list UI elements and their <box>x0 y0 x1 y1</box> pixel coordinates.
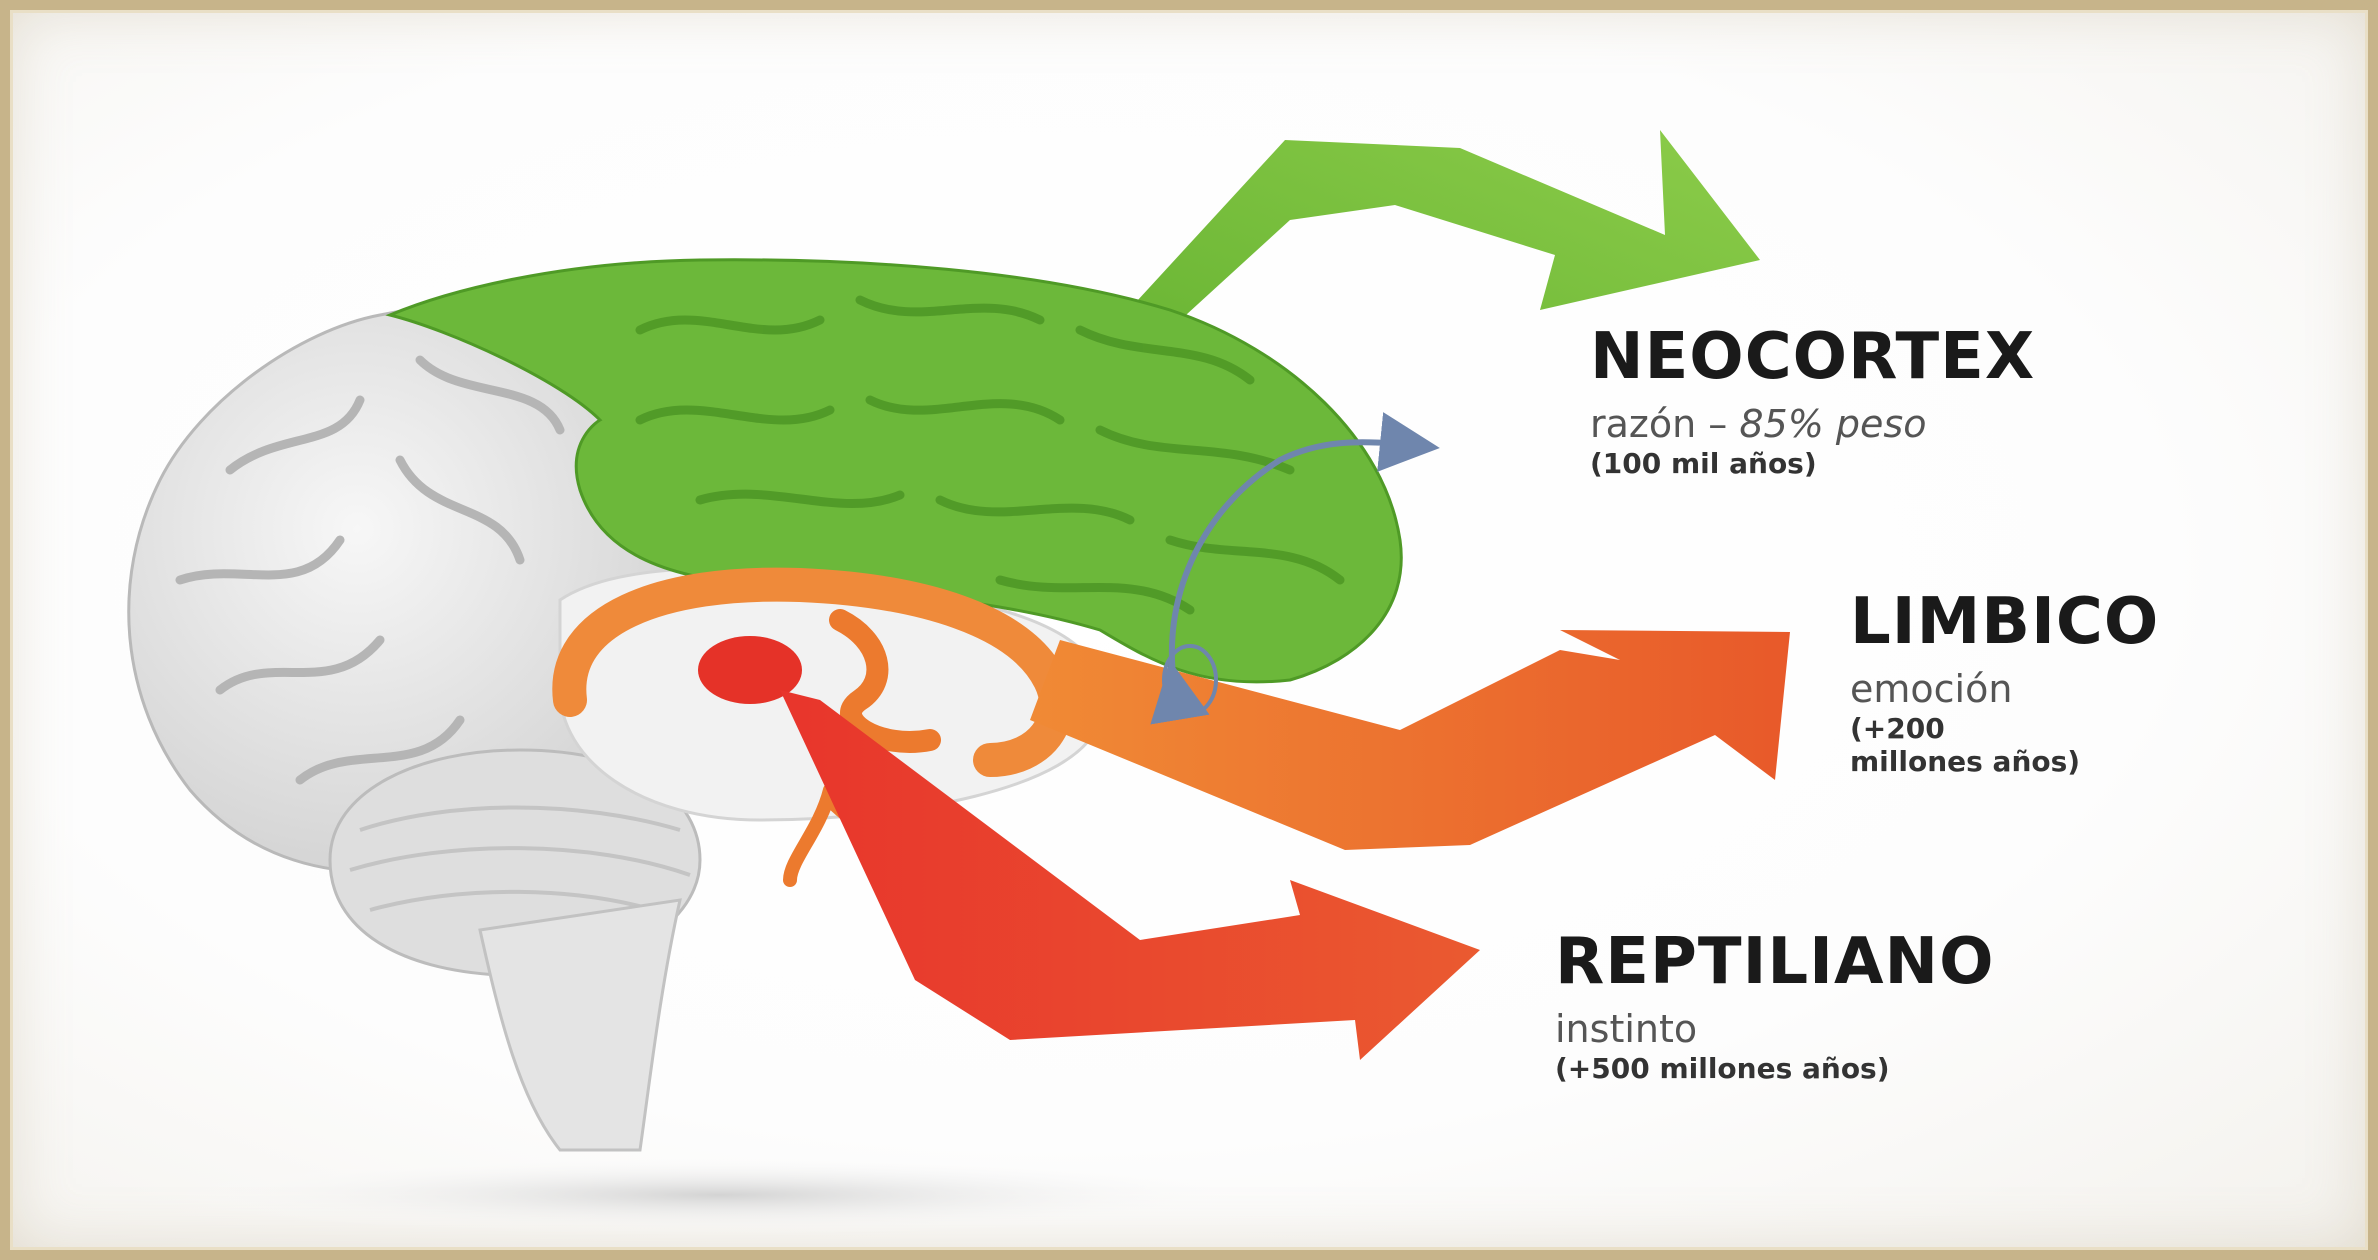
limbico-subtitle: emoción <box>1850 668 2159 712</box>
neocortex-note: (100 mil años) <box>1590 447 2035 481</box>
neocortex-sub-italic: 85% peso <box>1739 402 1926 446</box>
reptiliano-subtitle: instinto <box>1555 1008 1994 1052</box>
limbico-note-line1: (+200 <box>1850 712 2159 746</box>
neocortex-sub-plain: razón – <box>1590 402 1739 446</box>
limbico-arrow <box>1030 630 1790 850</box>
limbico-note-line2: millones años) <box>1850 745 2159 779</box>
floor-shadow <box>160 1155 1280 1235</box>
limbico-label: LIMBICO emoción (+200 millones años) <box>1850 590 2159 779</box>
reptiliano-label: REPTILIANO instinto (+500 millones años) <box>1555 930 1994 1085</box>
reptiliano-note: (+500 millones años) <box>1555 1052 1994 1086</box>
brain-stem <box>480 900 680 1150</box>
neocortex-title: NEOCORTEX <box>1590 325 2035 389</box>
limbico-title: LIMBICO <box>1850 590 2159 654</box>
reptiliano-title: REPTILIANO <box>1555 930 1994 994</box>
neocortex-subtitle: razón – 85% peso <box>1590 403 2035 447</box>
neocortex-label: NEOCORTEX razón – 85% peso (100 mil años… <box>1590 325 2035 480</box>
